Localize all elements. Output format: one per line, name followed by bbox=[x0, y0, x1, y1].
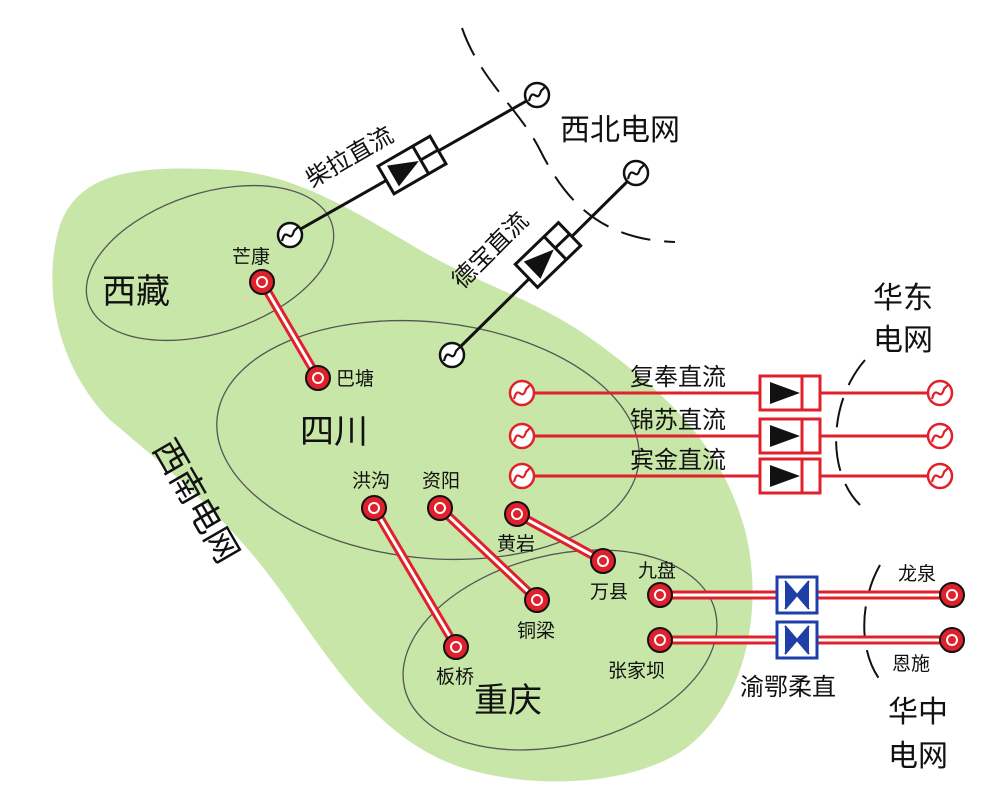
label-jiupan: 九盘 bbox=[638, 560, 676, 582]
label-mangkang: 芒康 bbox=[232, 246, 270, 268]
label-longquan: 龙泉 bbox=[898, 563, 936, 585]
jinsu-dc-link bbox=[508, 417, 954, 455]
station-longquan-node bbox=[939, 582, 965, 608]
station-tongliang-node bbox=[524, 587, 550, 613]
label-batang: 巴塘 bbox=[336, 368, 374, 390]
label-chongqing: 重庆 bbox=[474, 681, 542, 721]
station-ziyang-node bbox=[427, 495, 453, 521]
chongqing-region-outline bbox=[402, 549, 718, 751]
label-fufeng-dc: 复奉直流 bbox=[630, 363, 726, 391]
station-huangyan-node bbox=[504, 501, 530, 527]
mangkang-generator-icon bbox=[276, 221, 304, 249]
fufeng-dc-link bbox=[508, 374, 954, 412]
label-east-china-grid-1: 华东 bbox=[873, 281, 933, 316]
station-banqiao-node bbox=[443, 634, 469, 660]
station-enshi-node bbox=[939, 627, 965, 653]
chaila-converter bbox=[375, 134, 449, 196]
label-debao-dc: 德宝直流 bbox=[446, 207, 534, 295]
ac-line-huangyan-wanxian bbox=[514, 510, 606, 565]
station-wanxian-node bbox=[590, 548, 616, 574]
binjin-dc-link bbox=[508, 457, 954, 495]
label-central-china-grid-2: 电网 bbox=[888, 739, 948, 774]
sichuan-region-outline bbox=[216, 319, 640, 561]
label-tibet: 西藏 bbox=[102, 272, 170, 312]
label-wanxian: 万县 bbox=[590, 581, 628, 603]
label-east-china-grid-2: 电网 bbox=[873, 323, 933, 358]
east-china-grid-boundary bbox=[835, 359, 866, 506]
yue-flex-converter-1 bbox=[775, 575, 819, 615]
label-jinsu-dc: 锦苏直流 bbox=[630, 406, 726, 434]
label-enshi: 恩施 bbox=[892, 653, 930, 675]
tibet-region-outline bbox=[85, 184, 335, 342]
station-batang-node bbox=[305, 365, 331, 391]
central-china-grid-boundary bbox=[863, 564, 881, 681]
label-tongliang: 铜梁 bbox=[517, 620, 555, 642]
ac-line-honggou-banqiao bbox=[370, 505, 460, 650]
label-northwest-grid: 西北电网 bbox=[560, 113, 680, 148]
label-ziyang: 资阳 bbox=[422, 470, 460, 492]
debao-converter bbox=[513, 220, 583, 290]
station-zhangjiaba-node bbox=[647, 627, 673, 653]
label-central-china-grid-1: 华中 bbox=[888, 695, 948, 730]
label-sichuan: 四川 bbox=[300, 412, 368, 452]
northwest-grid-boundary bbox=[461, 27, 676, 243]
label-binjin-dc: 宾金直流 bbox=[630, 446, 726, 474]
ac-line-ziyang-tongliang bbox=[436, 504, 541, 604]
northwest-generator-icon-2 bbox=[622, 159, 650, 187]
station-jiupan-node bbox=[647, 582, 673, 608]
sichuan-generator-icon bbox=[438, 341, 466, 369]
label-huangyan: 黄岩 bbox=[497, 533, 535, 555]
label-zhangjiaba: 张家坝 bbox=[608, 660, 665, 682]
label-honggou: 洪沟 bbox=[352, 470, 390, 492]
yue-flex-converter-2 bbox=[775, 620, 819, 660]
label-banqiao: 板桥 bbox=[436, 666, 474, 688]
northwest-generator-icon-1 bbox=[523, 81, 551, 109]
station-honggou-node bbox=[361, 495, 387, 521]
label-yue-flex-dc: 渝鄂柔直 bbox=[740, 673, 836, 701]
southwest-grid-region bbox=[52, 168, 753, 782]
ac-line-mangkang-batang bbox=[258, 279, 322, 381]
station-mangkang-node bbox=[249, 269, 275, 295]
